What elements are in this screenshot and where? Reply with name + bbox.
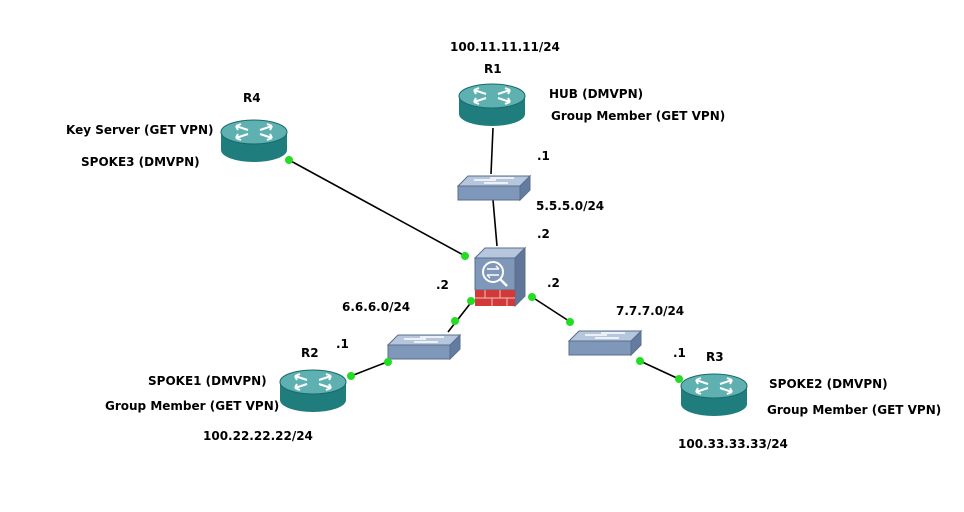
r3-host-id: .1 <box>673 346 686 360</box>
port-switch-left-down <box>384 358 392 366</box>
link-switch-left-r2 <box>350 361 388 377</box>
router-r4-label: R4 <box>243 91 261 105</box>
port-r3 <box>675 375 683 383</box>
link-r4-firewall <box>288 159 468 258</box>
router-r2-label: R2 <box>301 346 319 360</box>
port-switch-right-up <box>566 318 574 326</box>
r2-host-id: .1 <box>336 337 349 351</box>
r1-role-group-member: Group Member (GET VPN) <box>551 109 725 123</box>
r2-role-spoke1: SPOKE1 (DMVPN) <box>148 374 267 388</box>
router-r3-label: R3 <box>706 350 724 364</box>
r1-address: 100.11.11.11/24 <box>450 40 560 54</box>
r1-role-hub: HUB (DMVPN) <box>549 87 643 101</box>
port-r2 <box>347 372 355 380</box>
router-r4-icon[interactable] <box>220 119 288 163</box>
router-r3-icon[interactable] <box>680 373 748 417</box>
r3-role-group-member: Group Member (GET VPN) <box>767 403 941 417</box>
r4-role-key-server: Key Server (GET VPN) <box>66 123 214 137</box>
firewall-icon[interactable] <box>473 246 527 308</box>
network-right-label: 7.7.7.0/24 <box>616 304 684 318</box>
firewall-top-host-id: .2 <box>537 227 550 241</box>
switch-left-icon[interactable] <box>387 334 461 360</box>
r2-role-group-member: Group Member (GET VPN) <box>105 399 279 413</box>
port-firewall-top-left <box>461 252 469 260</box>
link-switch-right-r3 <box>639 360 680 380</box>
router-r1-icon[interactable] <box>458 83 526 127</box>
r2-address: 100.22.22.22/24 <box>203 429 313 443</box>
link-r1-switch-top <box>490 127 494 175</box>
r4-role-spoke3: SPOKE3 (DMVPN) <box>81 155 200 169</box>
port-switch-left-up <box>451 317 459 325</box>
r3-role-spoke2: SPOKE2 (DMVPN) <box>769 377 888 391</box>
router-r2-icon[interactable] <box>279 369 347 413</box>
port-firewall-right <box>528 293 536 301</box>
port-firewall-left <box>467 297 475 305</box>
firewall-right-host-id: .2 <box>547 276 560 290</box>
network-top-label: 5.5.5.0/24 <box>536 199 604 213</box>
port-switch-right-down <box>636 357 644 365</box>
link-switch-top-firewall <box>492 199 498 247</box>
link-firewall-switch-left <box>447 299 474 333</box>
r3-address: 100.33.33.33/24 <box>678 437 788 451</box>
switch-top-icon[interactable] <box>457 175 531 201</box>
link-firewall-switch-right <box>531 296 573 324</box>
firewall-left-host-id: .2 <box>436 278 449 292</box>
port-r4 <box>285 156 293 164</box>
router-r1-label: R1 <box>484 62 502 76</box>
switch-right-icon[interactable] <box>568 330 642 356</box>
network-left-label: 6.6.6.0/24 <box>342 300 410 314</box>
r1-host-id: .1 <box>537 149 550 163</box>
